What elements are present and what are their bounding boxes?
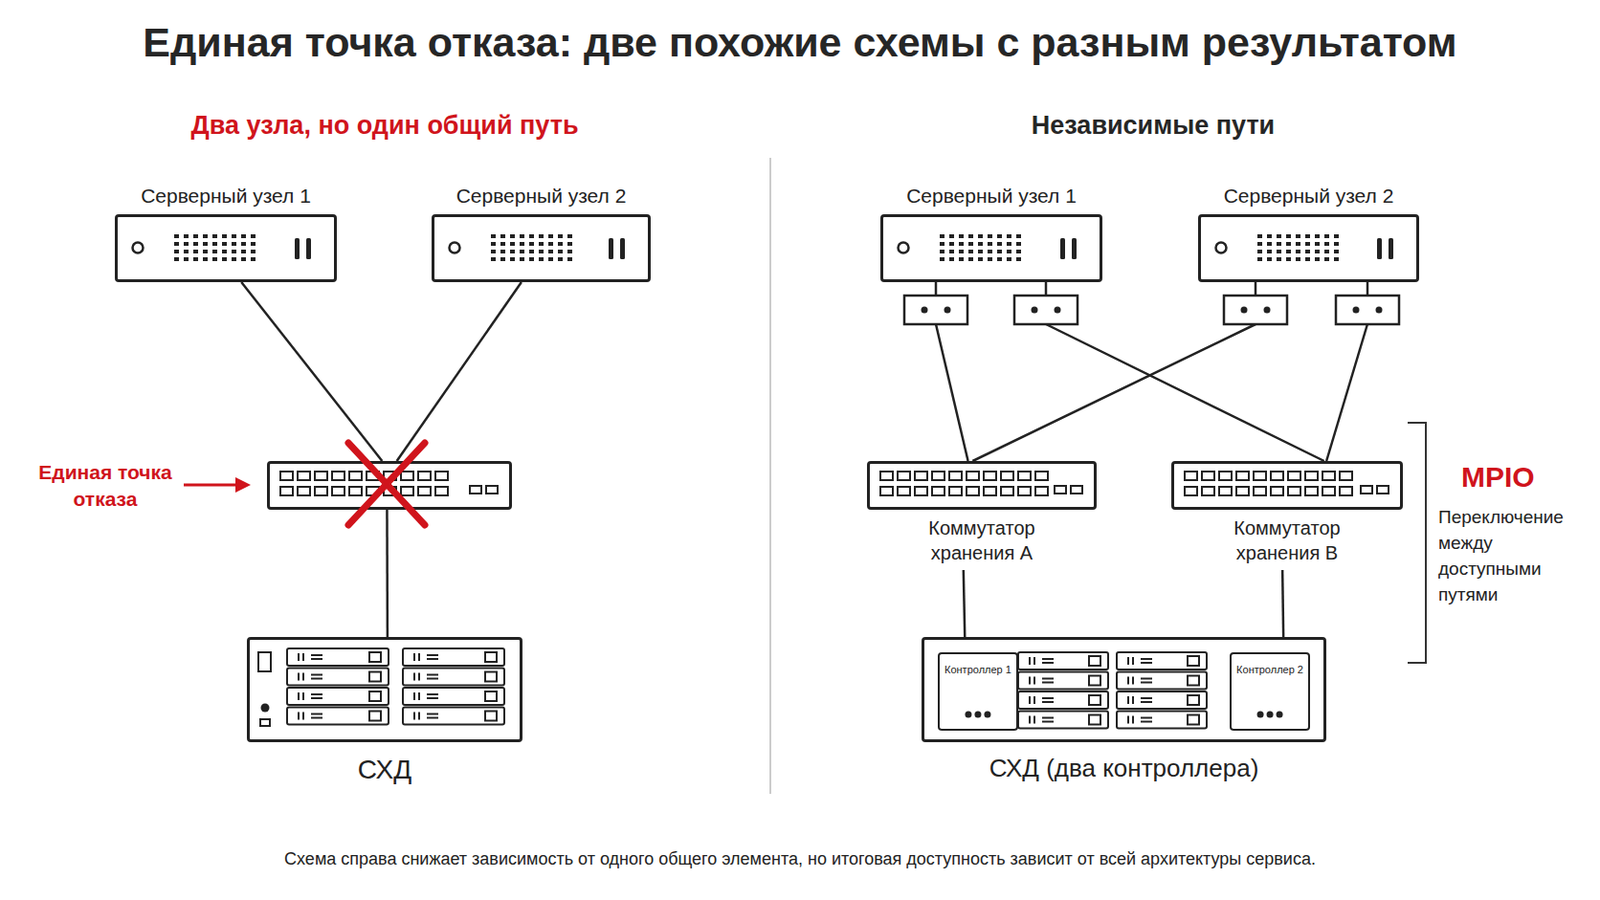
device-label: Коммутатор хранения А (905, 515, 1059, 566)
box-label: Контроллер 2 (1236, 663, 1304, 677)
callout-arrow (183, 477, 251, 493)
storage-switch: Коммутатор хранения А (866, 461, 1097, 511)
section-heading: Независимые пути (1031, 110, 1275, 143)
connector-line (1326, 324, 1368, 462)
connector-line (241, 282, 382, 462)
server-node: Серверный узел 1 (880, 214, 1103, 283)
device-label: СХД (два контроллера) (989, 753, 1260, 786)
dual-controller-storage: СХД (два контроллера)Контроллер 1Контрол… (921, 637, 1327, 743)
section-heading: Два узла, но один общий путь (191, 110, 579, 143)
storage-switch: Коммутатор хранения В (1171, 461, 1403, 511)
server-node: Серверный узел 1 (114, 214, 337, 283)
device-label: Коммутатор хранения В (1210, 515, 1364, 566)
device-label: Серверный узел 2 (1223, 182, 1395, 209)
storage-array: СХД (246, 637, 523, 743)
connector-line (385, 510, 389, 638)
server-node: Серверный узел 2 (1198, 214, 1420, 283)
divider-line (769, 157, 772, 795)
callout-label: Единая точка отказа (28, 458, 182, 513)
storage-controller: Контроллер 1 (937, 652, 1019, 732)
diagram-title: Единая точка отказа: две похожие схемы с… (142, 17, 1457, 69)
failure-cross (348, 443, 425, 526)
device-label: Серверный узел 1 (140, 182, 312, 209)
server-node: Серверный узел 2 (431, 214, 651, 283)
shared-switch: Единая точка отказа (266, 461, 512, 511)
network-adapters (904, 282, 1400, 325)
diagram-caption: Схема справа снижает зависимость от одно… (284, 848, 1316, 871)
connector-line (963, 570, 965, 638)
storage-controller: Контроллер 2 (1229, 652, 1311, 732)
mpio-label: MPIO (1461, 459, 1535, 496)
device-label: СХД (357, 753, 412, 788)
connector-line (972, 324, 1256, 462)
connector-line (1282, 570, 1284, 638)
device-label: Серверный узел 2 (456, 182, 627, 209)
connector-line (1045, 324, 1325, 462)
connector-line (397, 282, 522, 462)
mpio-bracket (1407, 422, 1426, 664)
device-label: Серверный узел 1 (906, 182, 1077, 209)
mpio-note: Переключение между доступными путями (1438, 504, 1578, 608)
box-label: Контроллер 1 (944, 663, 1012, 677)
device-faces (133, 234, 1395, 730)
connector-line (935, 324, 969, 462)
